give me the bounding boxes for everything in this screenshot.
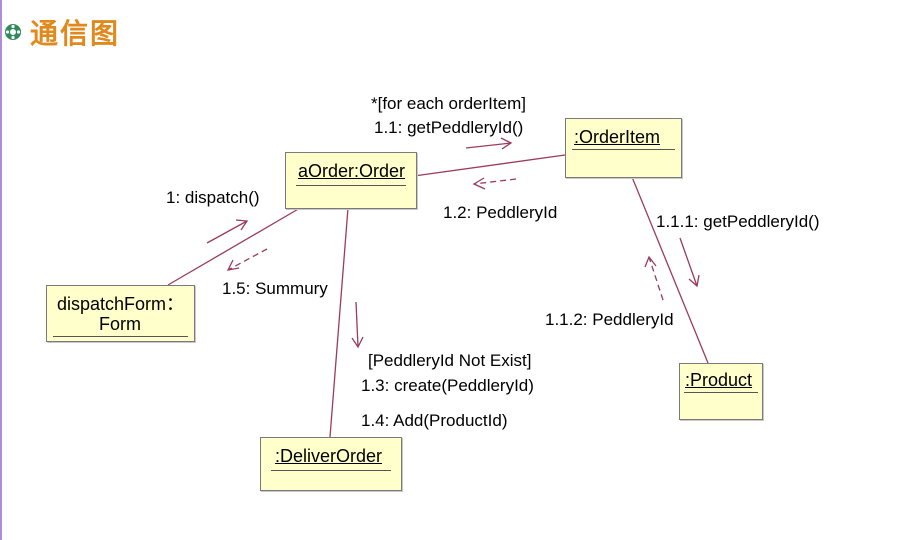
msg-guard-not-exist: [PeddleryId Not Exist] [368,351,532,370]
msg-1-2: 1.2: PeddleryId [443,203,558,222]
arrow-product-return-head [644,255,657,268]
msg-loop-guard: *[for each orderItem] [371,94,526,113]
arrow-orderitem-product [679,237,700,288]
arrow-peddleryid-return [473,178,517,185]
object-deliver-order-label: :DeliverOrder [275,446,383,466]
msg-1-5: 1.5: Summury [222,279,328,298]
object-dispatch-form-line2: Form [99,314,141,334]
msg-1-3: 1.3: create(PeddleryId) [361,376,534,395]
object-product: :Product [679,363,763,420]
link-order-orderitem [413,154,566,177]
object-a-order-prefix: aOrder [298,161,355,181]
arrow-create [351,301,364,349]
object-a-order: aOrder:Order [285,152,417,209]
arrow-summury-return-head [226,259,240,271]
flower-bullet-icon [5,24,21,40]
arrow-summury-return [227,248,268,271]
object-product-label: :Product [685,370,753,390]
link-orderitem-product [631,176,709,364]
arrow-getpeddleryid [465,137,513,150]
object-dispatch-form: dispatchForm： Form [46,285,195,342]
arrow-dispatch [206,219,249,244]
link-order-deliverorder [329,207,349,438]
object-order-item-label: :OrderItem [574,127,661,147]
msg-1-4: 1.4: Add(ProductId) [361,411,508,430]
msg-1-1-1: 1.1.1: getPeddleryId() [656,212,820,231]
arrow-peddleryid-return-head [472,177,486,190]
msg-1-1-2: 1.1.2: PeddleryId [545,310,674,329]
msg-1: 1: dispatch() [166,188,260,207]
left-border [0,0,2,540]
page-title: 通信图 [30,17,121,50]
object-order-item: :OrderItem [565,118,682,178]
object-dispatch-form-line1: dispatchForm： [57,294,185,314]
title-bar: 通信图 [4,12,120,52]
arrow-product-return [648,256,664,301]
msg-1-1: 1.1: getPeddleryId() [374,118,524,137]
link-form-order [167,207,301,286]
object-deliver-order: :DeliverOrder [260,437,402,491]
object-a-order-label: :Order [354,161,406,181]
